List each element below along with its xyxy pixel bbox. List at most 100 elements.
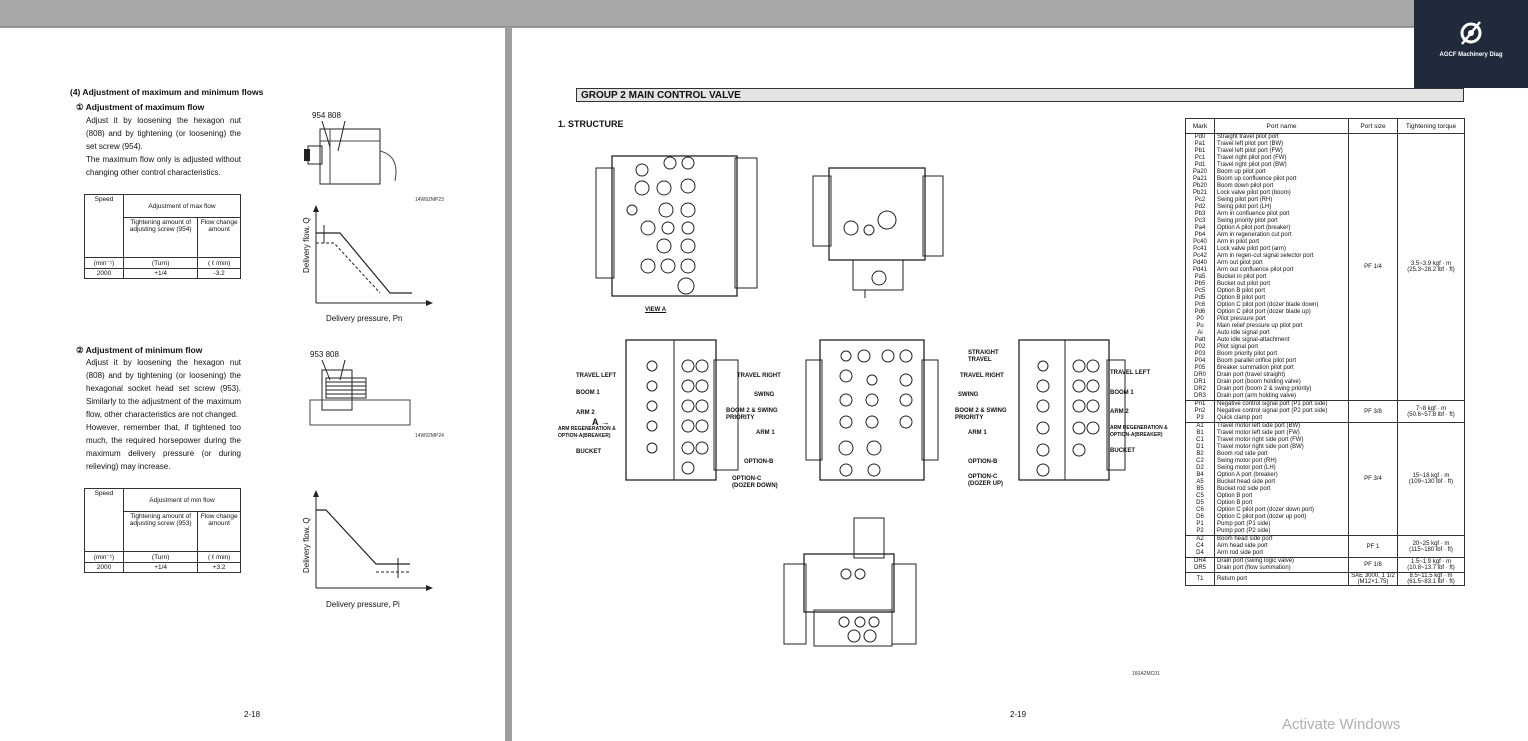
port-name: Lock valve pilot port (arm)	[1217, 246, 1287, 252]
mark: DR1	[1193, 379, 1206, 385]
adjuster-drawing	[304, 121, 397, 185]
port-name: Pilot pressure port	[1217, 316, 1266, 322]
port-size: PF 3/4	[1348, 422, 1398, 536]
port-name: Option C pilot port (dozer blade down)	[1217, 302, 1319, 308]
page-number: 2-19	[1010, 710, 1027, 719]
max-flow-graph	[313, 205, 433, 306]
port-name: Option A port (breaker)	[1217, 472, 1278, 478]
cell: Adjustment of max flow	[123, 193, 241, 219]
mark: Pc2	[1194, 197, 1206, 203]
mark: Pc42	[1193, 253, 1207, 259]
torque-cell: 1.5~1.9 kgf · m(10.8~13.7 lbf · ft)	[1397, 557, 1465, 573]
port-name: Drain port (boom holding valve)	[1217, 379, 1301, 385]
mark: Pd1	[1194, 162, 1206, 168]
port-name: Travel motor right side port (FW)	[1217, 437, 1304, 443]
mark: Pc1	[1194, 155, 1206, 161]
graph-x-label: Delivery pressure, Pn	[326, 314, 403, 323]
port-name: Travel motor left side port (FW)	[1217, 430, 1300, 436]
cell: +1/4	[122, 562, 199, 573]
mark: C4	[1196, 543, 1204, 549]
mark: C5	[1196, 493, 1204, 499]
label-option-c-up: OPTION-C (DOZER UP)	[968, 474, 1003, 487]
cell: Flow change amount	[197, 511, 241, 552]
col-mark: Mark	[1185, 118, 1215, 134]
port-name: Negative control signal port (P1 port si…	[1217, 401, 1328, 407]
mark: Pa20	[1192, 169, 1207, 175]
port-name: Travel left pilot port (FW)	[1217, 148, 1283, 154]
fig-code: 160A2MC01	[1132, 671, 1160, 677]
port-name: Boom up pilot port	[1217, 169, 1266, 175]
label-boom2b: BOOM 2 & SWING PRIORITY	[955, 408, 1007, 421]
cell: ( ℓ /min)	[197, 551, 241, 563]
mark: D1	[1196, 444, 1204, 450]
mark: Pd2	[1194, 204, 1206, 210]
cell: Adjustment of min flow	[123, 487, 241, 513]
mark: P3	[1196, 415, 1204, 421]
brand-logo: AGCF Machinery Diag	[1414, 0, 1528, 88]
mark: P03	[1194, 351, 1206, 357]
label-arm1b: ARM 1	[968, 430, 987, 436]
mark: B2	[1196, 451, 1204, 457]
port-name: Arm out confluence pilot port	[1217, 267, 1294, 273]
port-name: Breaker summation pilot port	[1217, 365, 1294, 371]
port-name: Auto idle signal port	[1217, 330, 1270, 336]
min-para2: However, remember that, if tightened too…	[86, 423, 241, 471]
label-arm1: ARM 1	[756, 430, 775, 436]
valve-bottom-view	[783, 517, 917, 647]
port-name: Return port	[1217, 575, 1248, 582]
activate-windows-watermark: Activate Windows	[1282, 716, 1401, 733]
mark: Pc6	[1194, 302, 1206, 308]
mark: D2	[1196, 465, 1204, 471]
cell: Speed	[84, 194, 124, 258]
port-name: Option C pilot port (dozer up port)	[1217, 514, 1307, 520]
port-name: Auto idle signal-attachment	[1217, 337, 1290, 343]
port-name: Main relief pressure up pilot port	[1217, 323, 1303, 329]
port-name: Drain port (flow summation)	[1217, 565, 1291, 571]
mark: Pd41	[1192, 267, 1207, 273]
mark: Pd5	[1194, 295, 1206, 301]
port-name: Arm in regeneration cut port	[1217, 232, 1292, 238]
mark: Pc41	[1193, 246, 1207, 252]
mark: P0	[1196, 316, 1204, 322]
gear-icon	[1460, 21, 1482, 45]
port-name: Arm in regen-cut signal selector port	[1217, 253, 1314, 259]
mark: Pa4	[1194, 225, 1206, 231]
cell: (min⁻¹)	[84, 257, 124, 269]
max-para1: Adjust it by loosening the hexagon nut (…	[86, 116, 241, 151]
min-flow-graph	[313, 490, 433, 591]
view-a-label: VIEW A	[645, 307, 667, 313]
label-swing2: SWING	[958, 392, 979, 398]
cell: (Turn)	[122, 551, 199, 563]
mark: Pu	[1196, 323, 1204, 329]
structure-title: 1. STRUCTURE	[558, 119, 624, 129]
port-name: Option B pilot port	[1217, 288, 1266, 294]
cell: 2000	[84, 268, 124, 279]
cell: Speed	[84, 488, 124, 552]
mark: Pb20	[1192, 183, 1207, 189]
port-size: PF 1/8	[1348, 557, 1398, 573]
min-flow-heading: ② Adjustment of minimum flow	[76, 345, 203, 355]
valve-top-side	[812, 167, 944, 298]
torque-kgf: 20~25 kgf · m	[1412, 540, 1450, 547]
max-flow-heading: ① Adjustment of maximum flow	[76, 102, 205, 112]
name-cell: Negative control signal port (P1 port si…	[1214, 400, 1349, 423]
col-port-name: Port name	[1214, 118, 1349, 134]
port-name: Boom down pilot port	[1217, 183, 1274, 189]
port-size: PF 1/4	[1348, 133, 1398, 401]
label-straight-travel: STRAIGHT TRAVEL	[968, 350, 999, 363]
mark: Pc3	[1194, 218, 1206, 224]
graph-x-label: Delivery pressure, Pi	[326, 600, 400, 609]
port-name: Travel motor left side port (BW)	[1217, 423, 1301, 429]
port-name: Travel left pilot port (BW)	[1217, 141, 1284, 147]
torque-kgf: 15~18 kgf · m	[1412, 473, 1450, 479]
